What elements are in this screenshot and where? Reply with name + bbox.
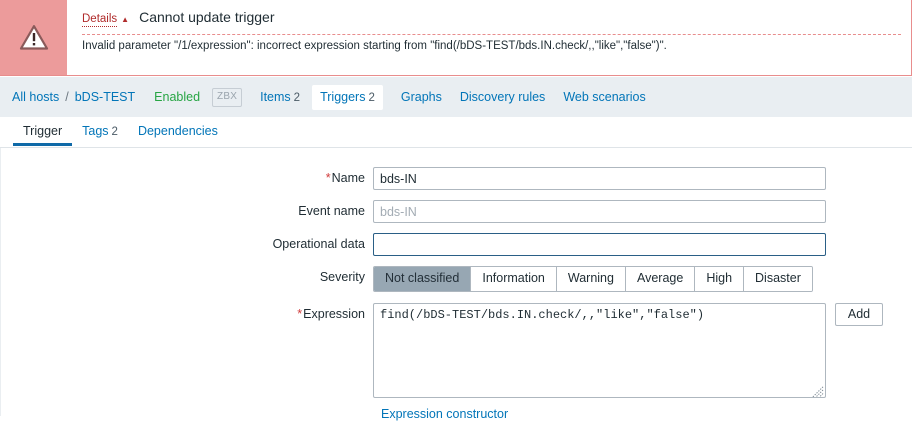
nav-item-triggers-count: 2 bbox=[368, 91, 375, 104]
severity-option-average[interactable]: Average bbox=[625, 267, 696, 291]
nav-item-discovery-rules[interactable]: Discovery rules bbox=[460, 90, 545, 104]
label-name: *Name bbox=[1, 167, 373, 189]
error-message-banner: Details ▲ Cannot update trigger Invalid … bbox=[0, 0, 912, 76]
message-detail-text: Invalid parameter "/1/expression": incor… bbox=[82, 40, 667, 52]
event-name-input[interactable] bbox=[373, 200, 826, 223]
tab-trigger[interactable]: Trigger bbox=[13, 117, 73, 146]
field-row-event-name: Event name bbox=[1, 200, 912, 223]
label-event-name: Event name bbox=[1, 200, 373, 222]
nav-item-discovery-rules-label: Discovery rules bbox=[459, 90, 546, 104]
required-asterisk-name: * bbox=[325, 171, 331, 185]
operational-data-input[interactable] bbox=[373, 233, 826, 256]
label-expression: *Expression bbox=[1, 303, 373, 325]
tab-trigger-label: Trigger bbox=[23, 124, 63, 138]
severity-option-information[interactable]: Information bbox=[471, 267, 557, 291]
trigger-form: *Name Event name Operational data Severi… bbox=[0, 148, 912, 421]
tab-tags-count: 2 bbox=[111, 126, 118, 138]
field-row-severity: Severity Not classified Information Warn… bbox=[1, 266, 912, 292]
expression-textarea-wrapper bbox=[373, 303, 826, 401]
label-event-name-text: Event name bbox=[298, 204, 365, 218]
field-row-name: *Name bbox=[1, 167, 912, 190]
name-input[interactable] bbox=[373, 167, 826, 190]
details-collapse-arrow-icon[interactable]: ▲ bbox=[121, 15, 130, 24]
nav-item-graphs-label: Graphs bbox=[400, 90, 442, 104]
tab-dependencies-label: Dependencies bbox=[137, 124, 218, 138]
label-severity: Severity bbox=[1, 266, 373, 288]
breadcrumb-separator: / bbox=[65, 90, 69, 104]
nav-item-web-scenarios-label: Web scenarios bbox=[563, 90, 646, 104]
label-operational-data: Operational data bbox=[1, 233, 373, 255]
breadcrumb-host-name[interactable]: bDS-TEST bbox=[74, 90, 136, 104]
expression-constructor-link[interactable]: Expression constructor bbox=[381, 407, 509, 421]
details-toggle-link[interactable]: Details bbox=[82, 13, 118, 27]
tab-dependencies[interactable]: Dependencies bbox=[128, 117, 228, 145]
severity-segmented-control[interactable]: Not classified Information Warning Avera… bbox=[373, 266, 813, 292]
message-header: Details ▲ Cannot update trigger bbox=[68, 0, 911, 27]
nav-item-triggers-label: Triggers bbox=[320, 89, 366, 104]
zbx-agent-badge[interactable]: ZBX bbox=[212, 87, 243, 107]
expression-textarea[interactable] bbox=[373, 303, 826, 398]
field-row-operational-data: Operational data bbox=[1, 233, 912, 256]
label-severity-text: Severity bbox=[319, 270, 365, 284]
nav-item-items-label: Items bbox=[260, 90, 291, 104]
expression-constructor-row: Expression constructor bbox=[1, 407, 912, 421]
label-expression-text: Expression bbox=[303, 307, 365, 321]
severity-option-disaster[interactable]: Disaster bbox=[744, 267, 812, 291]
warning-triangle-icon bbox=[19, 24, 49, 51]
message-divider bbox=[82, 34, 901, 35]
label-operational-data-text: Operational data bbox=[272, 237, 365, 251]
severity-option-warning[interactable]: Warning bbox=[556, 267, 626, 291]
host-status-enabled[interactable]: Enabled bbox=[154, 90, 201, 104]
breadcrumb-all-hosts[interactable]: All hosts bbox=[12, 90, 60, 104]
tab-tags-label: Tags bbox=[82, 124, 109, 138]
nav-item-items-count: 2 bbox=[293, 92, 301, 104]
nav-item-graphs[interactable]: Graphs bbox=[401, 90, 442, 104]
label-name-text: Name bbox=[331, 171, 365, 185]
nav-item-web-scenarios[interactable]: Web scenarios bbox=[563, 90, 645, 104]
required-asterisk-expression: * bbox=[297, 307, 303, 321]
add-expression-button[interactable]: Add bbox=[835, 303, 883, 326]
message-body: Details ▲ Cannot update trigger Invalid … bbox=[68, 0, 911, 75]
message-title: Cannot update trigger bbox=[139, 9, 275, 25]
severity-option-not-classified[interactable]: Not classified bbox=[374, 267, 472, 291]
field-row-expression: *Expression Add bbox=[1, 303, 912, 401]
message-icon-column bbox=[0, 0, 68, 75]
severity-option-high[interactable]: High bbox=[695, 267, 745, 291]
